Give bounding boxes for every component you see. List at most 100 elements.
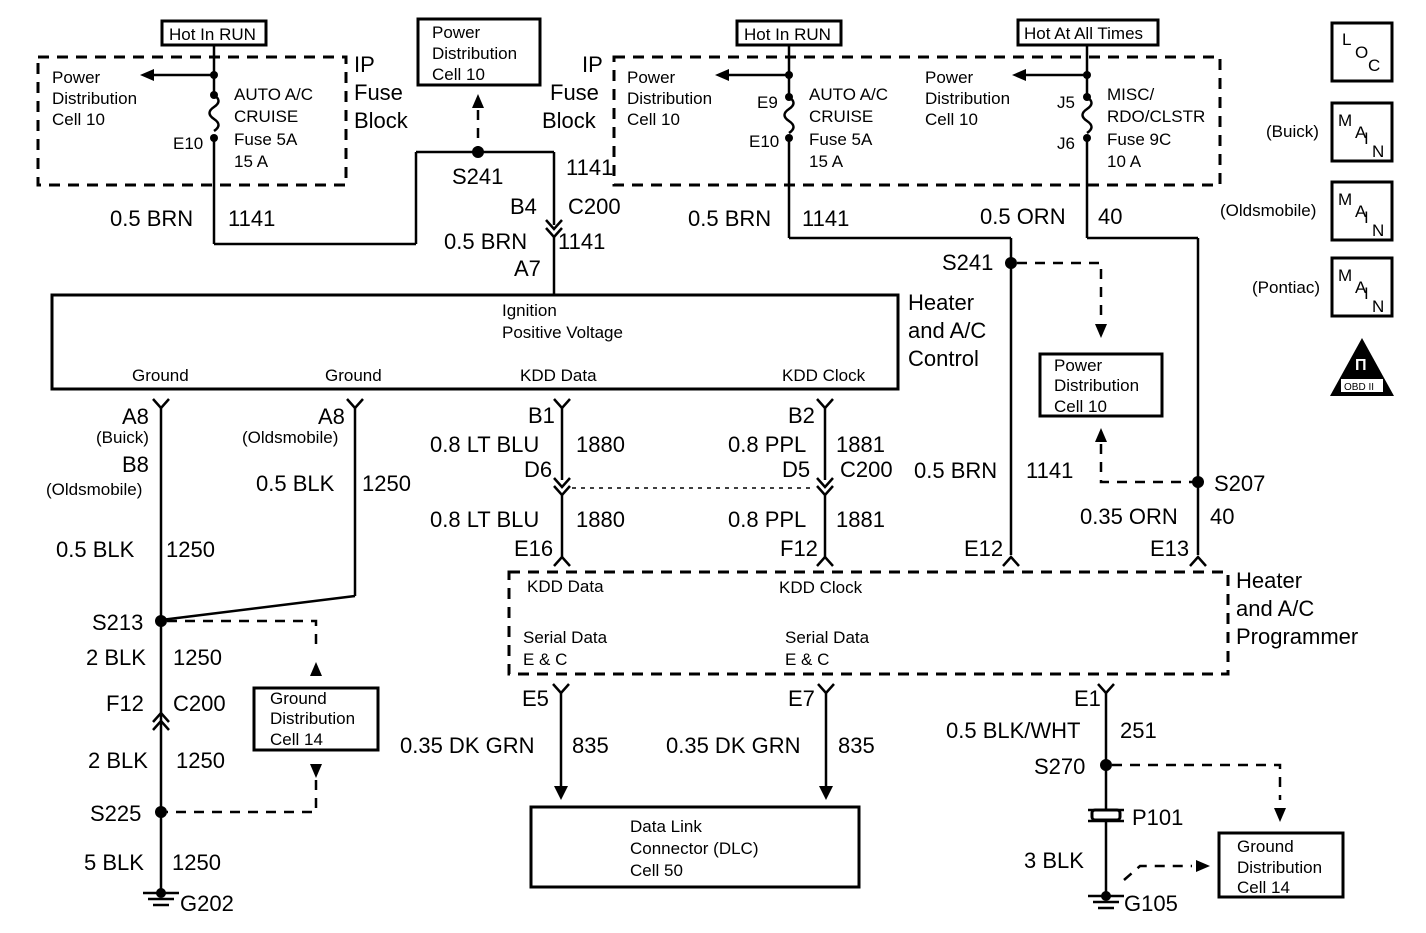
ip-fuse-block-right-line2: Fuse [550,80,599,105]
wire-835-1-gauge: 0.35 DK GRN [400,733,535,758]
pin-e5: E5 [522,686,549,711]
wire-1141-right-circuit: 1141 [802,206,849,231]
wire-1880-circuit: 1880 [576,432,625,457]
connector-c200-left: C200 [173,691,226,716]
wire-835-2-circuit: 835 [838,733,875,758]
ip-fuse-block-left-line2: Fuse [354,80,403,105]
loc-icon [1330,21,1394,83]
connector-c200-top: C200 [568,194,621,219]
kdd-data-label: KDD Data [520,366,597,385]
fuse2-line4: 10 A [1107,152,1142,171]
pd-top-line1: Power [432,23,481,42]
kdd-lines: B1 0.8 LT BLU 1880 D6 0.8 LT BLU 1880 E1… [430,398,893,567]
dlc-box [529,805,861,889]
fuse-label-left-line4: 15 A [234,152,269,171]
terminal-e9: E9 [757,93,778,112]
wire-40-lower-gauge: 0.35 ORN [1080,504,1178,529]
fuse-label-left-line2: CRUISE [234,107,298,126]
terminal-j5: J5 [1057,93,1075,112]
heater-ac-control-name-line1: Heater [908,290,974,315]
serial-data-2-line1: Serial Data [785,628,870,647]
wire-1141-lower-circuit: 1141 [1026,458,1073,483]
dlc-line2: Connector (DLC) [630,839,759,858]
terminal-e10-right: E10 [749,132,779,151]
heater-ac-control: Ignition Positive Voltage Ground Ground … [50,290,986,391]
pd-mid-line3: Cell 10 [1054,397,1107,416]
pin-e7: E7 [788,686,815,711]
main-icon-pontiac [1330,256,1394,318]
wire-251-gauge: 0.5 BLK/WHT [946,718,1080,743]
pin-d5: D5 [782,457,810,482]
fuse-block-left-outline [36,55,348,187]
wire-1141-left-gauge: 0.5 BRN [110,206,193,231]
heater-ac-programmer-box [507,570,1230,676]
svg-text:Π: Π [1355,357,1367,374]
wire-835-1-circuit: 835 [572,733,609,758]
wire-40-gauge: 0.5 ORN [980,204,1066,229]
ip-fuse-block-right: IP Fuse Block Hot In RUN Hot At All Time… [542,18,1222,555]
fuse-symbol-left [208,93,220,133]
terminal-j6: J6 [1057,134,1075,153]
heater-ac-control-box [50,293,900,391]
ip-fuse-block-right-line3: Block [542,108,597,133]
pin-a8-right: A8 [318,404,345,429]
wire-1881b-gauge: 0.8 PPL [728,507,806,532]
gd-right-line1: Ground [1237,837,1294,856]
wire-1250-blk-circuit: 1250 [362,471,411,496]
obd-ii-label: OBD II [1344,382,1374,393]
pin-e1: E1 [1074,686,1101,711]
wire-1141-mid-gauge: 0.5 BRN [444,229,527,254]
dlc-line3: Cell 50 [630,861,683,880]
pd2-line1: Power [925,68,974,87]
heater-ac-programmer-name-line2: and A/C [1236,596,1314,621]
pd-cell10-left-line1: Power [52,68,101,87]
main-icon-buick [1330,101,1394,163]
wire-40-circuit: 40 [1098,204,1122,229]
pd-cell10-left-line3: Cell 10 [52,110,105,129]
dlc-line1: Data Link [630,817,702,836]
pin-a7: A7 [514,256,541,281]
serial-data-1-line2: E & C [523,650,567,669]
ip-fuse-block-left-line3: Block [354,108,409,133]
serial-data-2-line2: E & C [785,650,829,669]
kdd-clock-label: KDD Clock [782,366,866,385]
fuse-block-right-outline [612,55,1222,187]
programmer-kdd-data: KDD Data [527,577,604,596]
wire-5blk-gauge: 5 BLK [84,850,144,875]
dlc-circuit: Data Link Connector (DLC) Cell 50 E5 E7 … [400,683,875,889]
power-distribution-top: Power Distribution Cell 10 [416,17,542,150]
hot-at-all-times-tag [1016,18,1160,47]
wire-1880b-gauge: 0.8 LT BLU [430,507,539,532]
fuse2-line2: RDO/CLSTR [1107,107,1205,126]
label-oldsmobile-right: (Oldsmobile) [242,428,338,447]
pin-f12-mid: F12 [780,536,818,561]
passthrough-p101 [1090,808,1122,822]
wire-1141-lower-gauge: 0.5 BRN [914,458,997,483]
svg-text:A: A [1355,202,1367,221]
wire-1141-right-gauge: 0.5 BRN [688,206,771,231]
fuse2-line3: Fuse 9C [1107,130,1171,149]
wire-1880-gauge: 0.8 LT BLU [430,432,539,457]
pin-d6: D6 [524,457,552,482]
wire-1250-blk2-circuit: 1250 [166,537,215,562]
heater-ac-programmer-name-line3: Programmer [1236,624,1358,649]
wire-3blk: 3 BLK [1024,848,1084,873]
pin-b4: B4 [510,194,537,219]
heater-ac-programmer: KDD Data KDD Clock Serial Data E & C Ser… [507,568,1358,676]
passthrough-p101-label: P101 [1132,805,1183,830]
label-buick: (Buick) [96,428,149,447]
pin-b1: B1 [528,403,555,428]
wire-2blk-circuit: 1250 [173,645,222,670]
wire-40-lower-circuit: 40 [1210,504,1234,529]
wire-1141-mid-circuit: 1141 [558,229,605,254]
label-oldsmobile-left: (Oldsmobile) [46,480,142,499]
pd-top-line3: Cell 10 [432,65,485,84]
svg-text:N: N [1372,221,1384,240]
wire-1881-circuit: 1881 [836,432,885,457]
pin-e13: E13 [1150,536,1189,561]
programmer-feeds: 0.5 BRN 1141 E12 S207 0.35 ORN 40 E13 [914,458,1265,567]
serial-data-1-line1: Serial Data [523,628,608,647]
pin-b2: B2 [788,403,815,428]
gd-right-line2: Distribution [1237,858,1322,877]
